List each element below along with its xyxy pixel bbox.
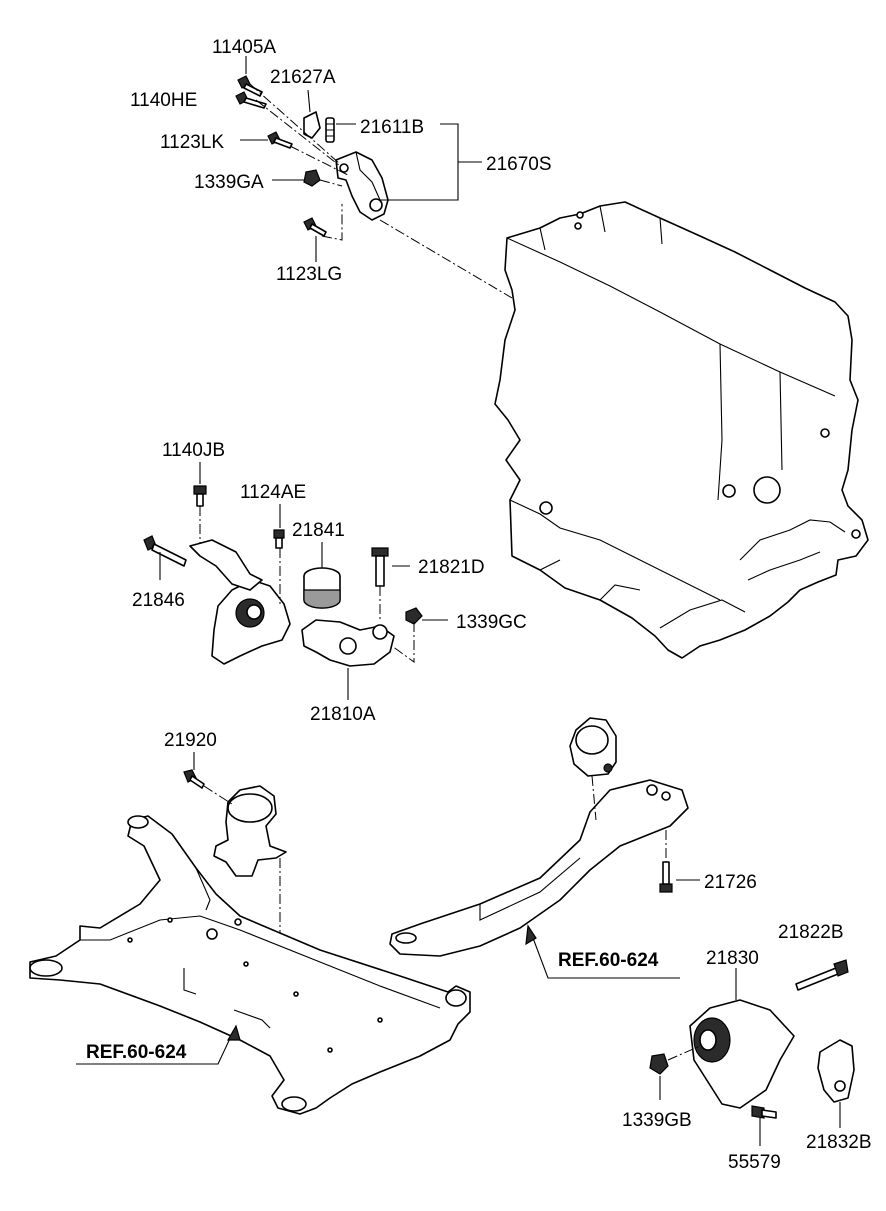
- label-55579: 55579: [728, 1152, 781, 1173]
- ref-left-arrow: [226, 1024, 241, 1041]
- label-1123LG: 1123LG: [276, 264, 342, 285]
- bolt-21821D: [371, 547, 389, 587]
- nut-1339GC: [405, 607, 423, 625]
- ref-left-leader: [76, 1029, 235, 1065]
- label-21846: 21846: [132, 590, 185, 611]
- label-21670S: 21670S: [486, 154, 552, 175]
- bolt-21822B: [795, 959, 849, 991]
- middle-mount-dash-lines: [199, 506, 415, 663]
- ref-right-leader: [529, 929, 680, 979]
- left-mount-dash-lines: [203, 785, 281, 938]
- label-1123LK: 1123LK: [160, 132, 224, 153]
- stud-21611B: [325, 117, 335, 143]
- label-11405A: 11405A: [212, 37, 276, 58]
- label-21822B: 21822B: [778, 922, 844, 943]
- bolt-1123LG: [303, 217, 327, 237]
- label-1339GA: 1339GA: [194, 172, 264, 193]
- top-bracket-dash-lines: [249, 83, 351, 241]
- rear-crossmember: [389, 779, 689, 957]
- leader-21627A: [307, 89, 311, 113]
- ref-right-arrow: [525, 924, 537, 946]
- label-21821D: 21821D: [418, 557, 485, 578]
- engine-block: [494, 201, 869, 659]
- front-subframe: [29, 815, 471, 1115]
- bolt-21846: [143, 535, 187, 567]
- label-21830: 21830: [706, 948, 759, 969]
- engine-alignment-line: [379, 219, 513, 299]
- label-1339GB: 1339GB: [622, 1110, 692, 1131]
- mount-21830-dash-lines: [667, 1045, 701, 1061]
- label-21810A: 21810A: [310, 704, 376, 725]
- rear-roll-mount: [569, 717, 617, 777]
- leader-21670S-bracket: [380, 123, 482, 201]
- label-21726: 21726: [704, 872, 757, 893]
- transmission-mount-21810A: [189, 539, 395, 667]
- clip-21627A: [303, 111, 321, 139]
- engine-mount-bracket-21670S: [335, 151, 389, 221]
- bolt-21920-bolt: [183, 769, 205, 789]
- label-21841: 21841: [292, 520, 345, 541]
- bushing-21841: [303, 567, 341, 609]
- right-mount-dash-lines: [591, 775, 667, 862]
- mount-21830: [689, 999, 795, 1109]
- bolt-21726-bolt: [659, 861, 673, 893]
- label-21611B: 21611B: [360, 117, 424, 138]
- label-1140HE: 1140HE: [130, 90, 197, 111]
- front-roll-mount-21920: [213, 785, 287, 877]
- bracket-21832B: [817, 1039, 855, 1103]
- ref-left-label: REF.60-624: [86, 1042, 187, 1063]
- label-21627A: 21627A: [270, 67, 336, 88]
- nut-1339GA: [303, 169, 321, 187]
- label-21920: 21920: [164, 730, 217, 751]
- nut-1339GB: [649, 1053, 669, 1075]
- bolt-1124AE: [273, 529, 285, 549]
- label-1339GC: 1339GC: [456, 612, 527, 633]
- ref-right-label: REF.60-624: [558, 950, 659, 971]
- label-1140JB: 1140JB: [162, 440, 225, 461]
- bolt-55579: [751, 1105, 777, 1119]
- bolt-1140JB: [193, 485, 207, 507]
- label-21832B: 21832B: [806, 1132, 872, 1153]
- label-1124AE: 1124AE: [240, 482, 306, 503]
- bolt-1123LK: [267, 131, 293, 149]
